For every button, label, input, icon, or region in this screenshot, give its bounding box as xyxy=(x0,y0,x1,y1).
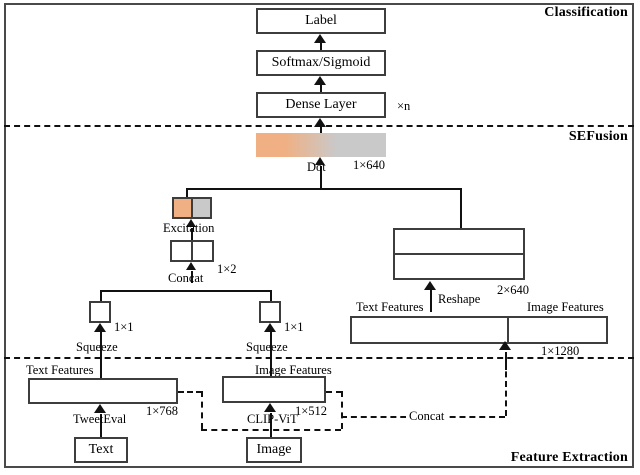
text-input-box[interactable]: Text xyxy=(74,437,128,463)
arrowhead-softmax-to-label xyxy=(314,34,326,43)
reshape-row-image xyxy=(395,253,523,278)
concat-shape-label: 1×2 xyxy=(217,262,237,276)
connector-excitation-to-dot xyxy=(320,166,322,178)
excitation-cell-text xyxy=(174,199,191,217)
squeeze-right-box[interactable] xyxy=(259,301,281,323)
excitation-cell-image xyxy=(191,199,210,217)
dense-repeat-annotation: ×n xyxy=(397,99,410,114)
excitation-op-label: Excitation xyxy=(163,221,215,235)
section-label-sefusion: SEFusion xyxy=(568,129,628,144)
reshape-row-text xyxy=(395,230,523,253)
arrowhead-into-excitation xyxy=(186,219,196,227)
feature-concat-op-label: Concat xyxy=(406,409,448,424)
dot-shape-label: 1×640 xyxy=(353,158,386,172)
squeeze-left-shape-label: 1×1 xyxy=(114,320,134,334)
reshape-shape-label: 2×640 xyxy=(497,283,530,297)
reshape-2x640-box[interactable] xyxy=(393,228,525,280)
divider-sefusion-featureextraction xyxy=(4,357,634,359)
fused-image-features-label: Image Features xyxy=(527,300,604,314)
text-input-text: Text xyxy=(88,442,114,457)
connector-merge-to-excitation xyxy=(186,188,188,197)
dashed-concat-riser xyxy=(505,352,507,416)
squeeze-left-box[interactable] xyxy=(89,301,111,323)
squeeze-right-shape-label: 1×1 xyxy=(284,320,304,334)
connector-dense-to-softmax xyxy=(320,84,322,98)
arrowhead-into-fused-bar xyxy=(499,341,511,350)
connector-dot-stem xyxy=(320,178,322,189)
dashed-textfeat-drop xyxy=(201,391,203,429)
concat-op-label: Concat xyxy=(168,271,204,285)
section-label-classification: Classification xyxy=(544,5,628,20)
text-features-label: Text Features xyxy=(26,363,94,377)
arrowhead-into-dot-block xyxy=(315,157,325,165)
image-input-box[interactable]: Image xyxy=(246,437,302,463)
dense-repeat-text: ×n xyxy=(397,99,411,113)
fused-cell-image xyxy=(507,318,606,342)
connector-imagefeat-to-squeeze xyxy=(270,346,272,376)
arrowhead-dense-to-softmax xyxy=(314,76,326,85)
concat-cell-image xyxy=(191,242,212,260)
connector-merge-to-squeeze-left xyxy=(100,290,102,302)
dense-layer-text: Dense Layer xyxy=(285,97,357,112)
label-box[interactable]: Label xyxy=(256,8,386,34)
image-input-text: Image xyxy=(256,442,292,457)
connector-fused-to-reshape xyxy=(430,290,432,312)
section-label-feature-extraction: Feature Extraction xyxy=(510,450,628,465)
fused-1x1280-bar[interactable] xyxy=(350,316,608,344)
dense-layer-box[interactable]: Dense Layer xyxy=(256,92,386,118)
reshape-op-label: Reshape xyxy=(438,292,481,306)
connector-squeeze-merge-bar xyxy=(100,290,271,292)
connector-dot-merge-bar xyxy=(186,188,462,190)
arrowhead-into-reshape xyxy=(424,281,436,290)
text-encoder-label: TweetEval xyxy=(73,412,127,426)
excitation-block xyxy=(172,197,212,219)
dashed-imagefeat-drop xyxy=(341,391,343,429)
squeeze-left-op-label: Squeeze xyxy=(76,340,118,354)
connector-image-to-squeeze-right xyxy=(270,332,272,346)
dot-output-block xyxy=(256,133,386,157)
connector-textfeat-to-squeeze xyxy=(100,346,102,378)
connector-merge-to-squeeze-right xyxy=(270,290,272,302)
concat-1x2-box[interactable] xyxy=(170,240,214,262)
fused-shape-label: 1×1280 xyxy=(541,344,580,358)
connector-textinput-to-textfeatures xyxy=(100,414,102,438)
connector-merge-to-reshape xyxy=(460,188,462,228)
fused-cell-text xyxy=(352,318,507,342)
dot-op-label: Dot xyxy=(307,160,326,174)
connector-merge-to-concat xyxy=(191,271,193,283)
connector-imageinput-to-imagefeatures xyxy=(270,413,272,438)
text-features-shape-label: 1×768 xyxy=(146,404,179,418)
image-features-box[interactable] xyxy=(222,376,326,403)
arrowhead-into-squeeze-left xyxy=(94,323,106,332)
connector-text-to-squeeze-left xyxy=(100,332,102,346)
image-encoder-label: CLIP-ViT xyxy=(247,412,298,426)
image-features-label: Image Features xyxy=(255,363,332,377)
softmax-sigmoid-text: Softmax/Sigmoid xyxy=(271,55,371,70)
image-features-shape-label: 1×512 xyxy=(295,404,328,418)
softmax-sigmoid-box[interactable]: Softmax/Sigmoid xyxy=(256,50,386,76)
arrowhead-into-squeeze-right xyxy=(264,323,276,332)
connector-concat-to-excitation xyxy=(191,228,193,240)
dashed-text-run-right xyxy=(201,429,341,431)
dashed-textfeat-exit xyxy=(178,391,202,393)
concat-cell-text xyxy=(172,242,191,260)
arrowhead-into-concat xyxy=(186,262,196,270)
text-features-box[interactable] xyxy=(28,378,178,404)
arrowhead-dot-to-dense xyxy=(314,118,326,127)
dashed-imagefeat-exit xyxy=(326,391,342,393)
connector-softmax-to-label xyxy=(320,42,322,56)
arrowhead-into-text-features xyxy=(94,404,106,413)
label-box-text: Label xyxy=(305,13,337,28)
squeeze-right-op-label: Squeeze xyxy=(246,340,288,354)
arrowhead-into-image-features xyxy=(264,403,276,412)
fused-text-features-label: Text Features xyxy=(356,300,424,314)
